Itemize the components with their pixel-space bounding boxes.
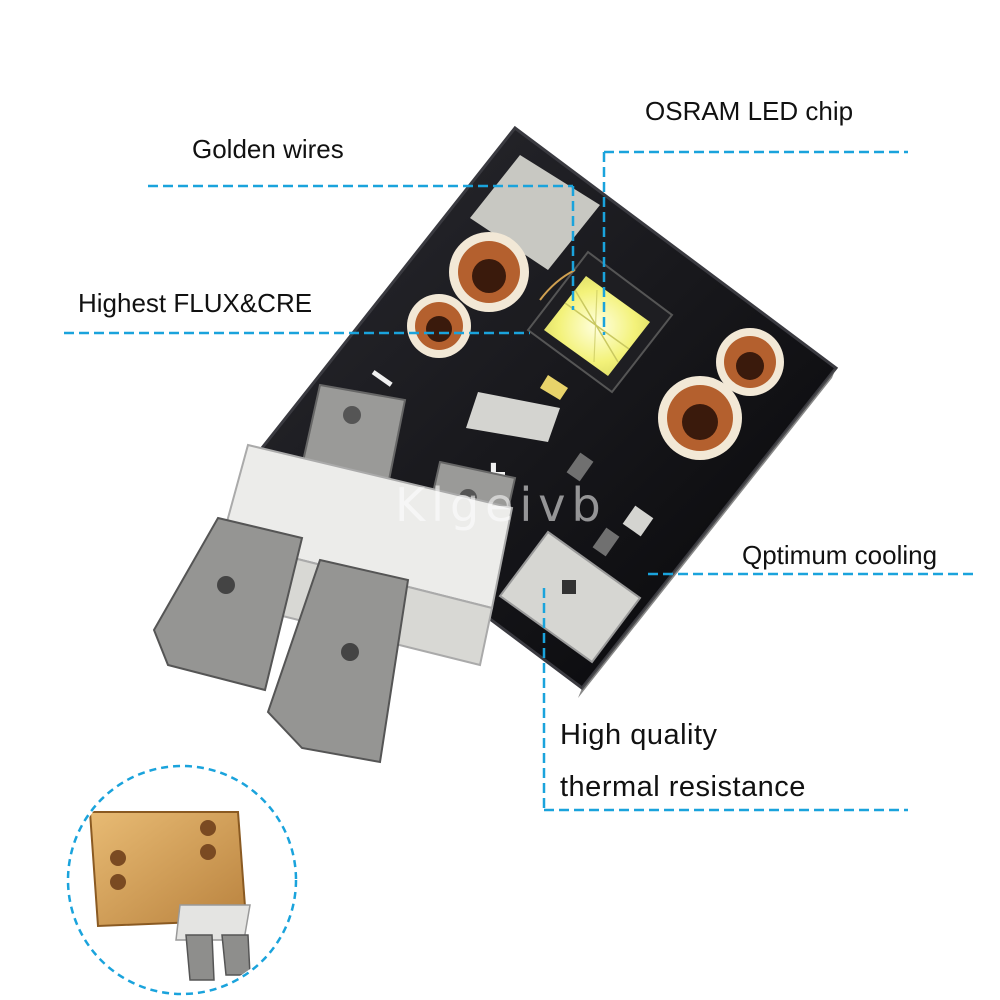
mounting-hole-3 — [716, 328, 784, 396]
mounting-hole-4 — [658, 376, 742, 460]
golden-wire — [539, 269, 576, 301]
mounting-hole-1 — [449, 232, 529, 312]
smd-part-2 — [592, 527, 620, 557]
watermark: Klgeivb — [395, 478, 607, 532]
silver-pad-plus — [466, 392, 560, 442]
silver-pad-top — [470, 155, 600, 270]
callout-led-chip-line — [602, 150, 908, 335]
osram-led-chip — [526, 250, 674, 400]
blade-terminal-right — [266, 558, 410, 764]
label-osram-led-chip: OSRAM LED chip — [645, 96, 854, 126]
label-highest-flux-cre: Highest FLUX&CRE — [78, 288, 313, 318]
label-high-quality: High quality — [560, 719, 718, 751]
label-golden-wires: Golden wires — [192, 134, 344, 164]
smd-part-1 — [566, 452, 594, 482]
connector — [498, 530, 642, 664]
label-thermal-resistance: thermal resistance — [560, 771, 806, 803]
callout-golden-wires-line — [148, 184, 575, 310]
copper-base-inset — [66, 764, 298, 996]
blade-terminal-left — [152, 516, 304, 692]
label-optimum-cooling: Qptimum cooling — [742, 540, 938, 570]
callout-thermal-line — [542, 588, 908, 812]
silver-pad-small — [622, 505, 654, 537]
mounting-hole-2 — [407, 294, 471, 358]
inset-terminal-left — [185, 934, 215, 981]
inset-terminal-right — [221, 934, 251, 976]
